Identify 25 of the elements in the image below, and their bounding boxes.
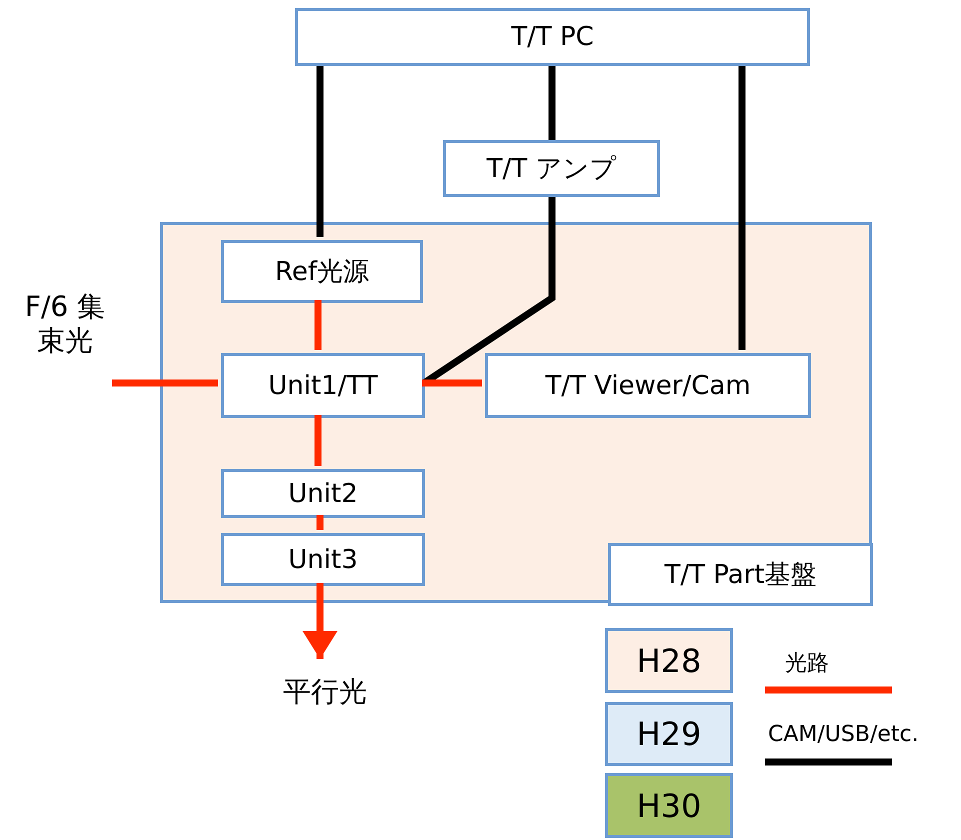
connector-line xyxy=(548,66,556,140)
legend-label: 光路 xyxy=(785,650,829,678)
process-box: T/T PC xyxy=(295,8,810,66)
legend-swatch: H29 xyxy=(605,702,733,766)
legend-swatch: H30 xyxy=(605,773,733,838)
node-label: 平行光 xyxy=(282,675,368,709)
connector-line xyxy=(738,66,746,350)
connector-line xyxy=(314,300,322,350)
process-box: T/T アンプ xyxy=(443,140,660,197)
legend-label: CAM/USB/etc. xyxy=(768,722,919,747)
connector-line xyxy=(314,415,322,466)
connector-line xyxy=(422,380,482,386)
process-box: Ref光源 xyxy=(221,240,423,303)
process-box: T/T Part基盤 xyxy=(608,543,873,606)
connector-line xyxy=(316,66,324,237)
connector-line xyxy=(112,380,218,386)
process-box: T/T Viewer/Cam xyxy=(485,353,811,418)
arrow xyxy=(302,583,338,659)
panel-box xyxy=(160,222,872,603)
legend-swatch: H28 xyxy=(605,628,733,693)
process-box: Unit3 xyxy=(221,533,425,586)
connector-line xyxy=(316,515,324,530)
node-label: F/6 集束光 xyxy=(24,290,106,358)
process-box: Unit1/TT xyxy=(221,353,425,418)
process-box: Unit2 xyxy=(221,469,425,518)
